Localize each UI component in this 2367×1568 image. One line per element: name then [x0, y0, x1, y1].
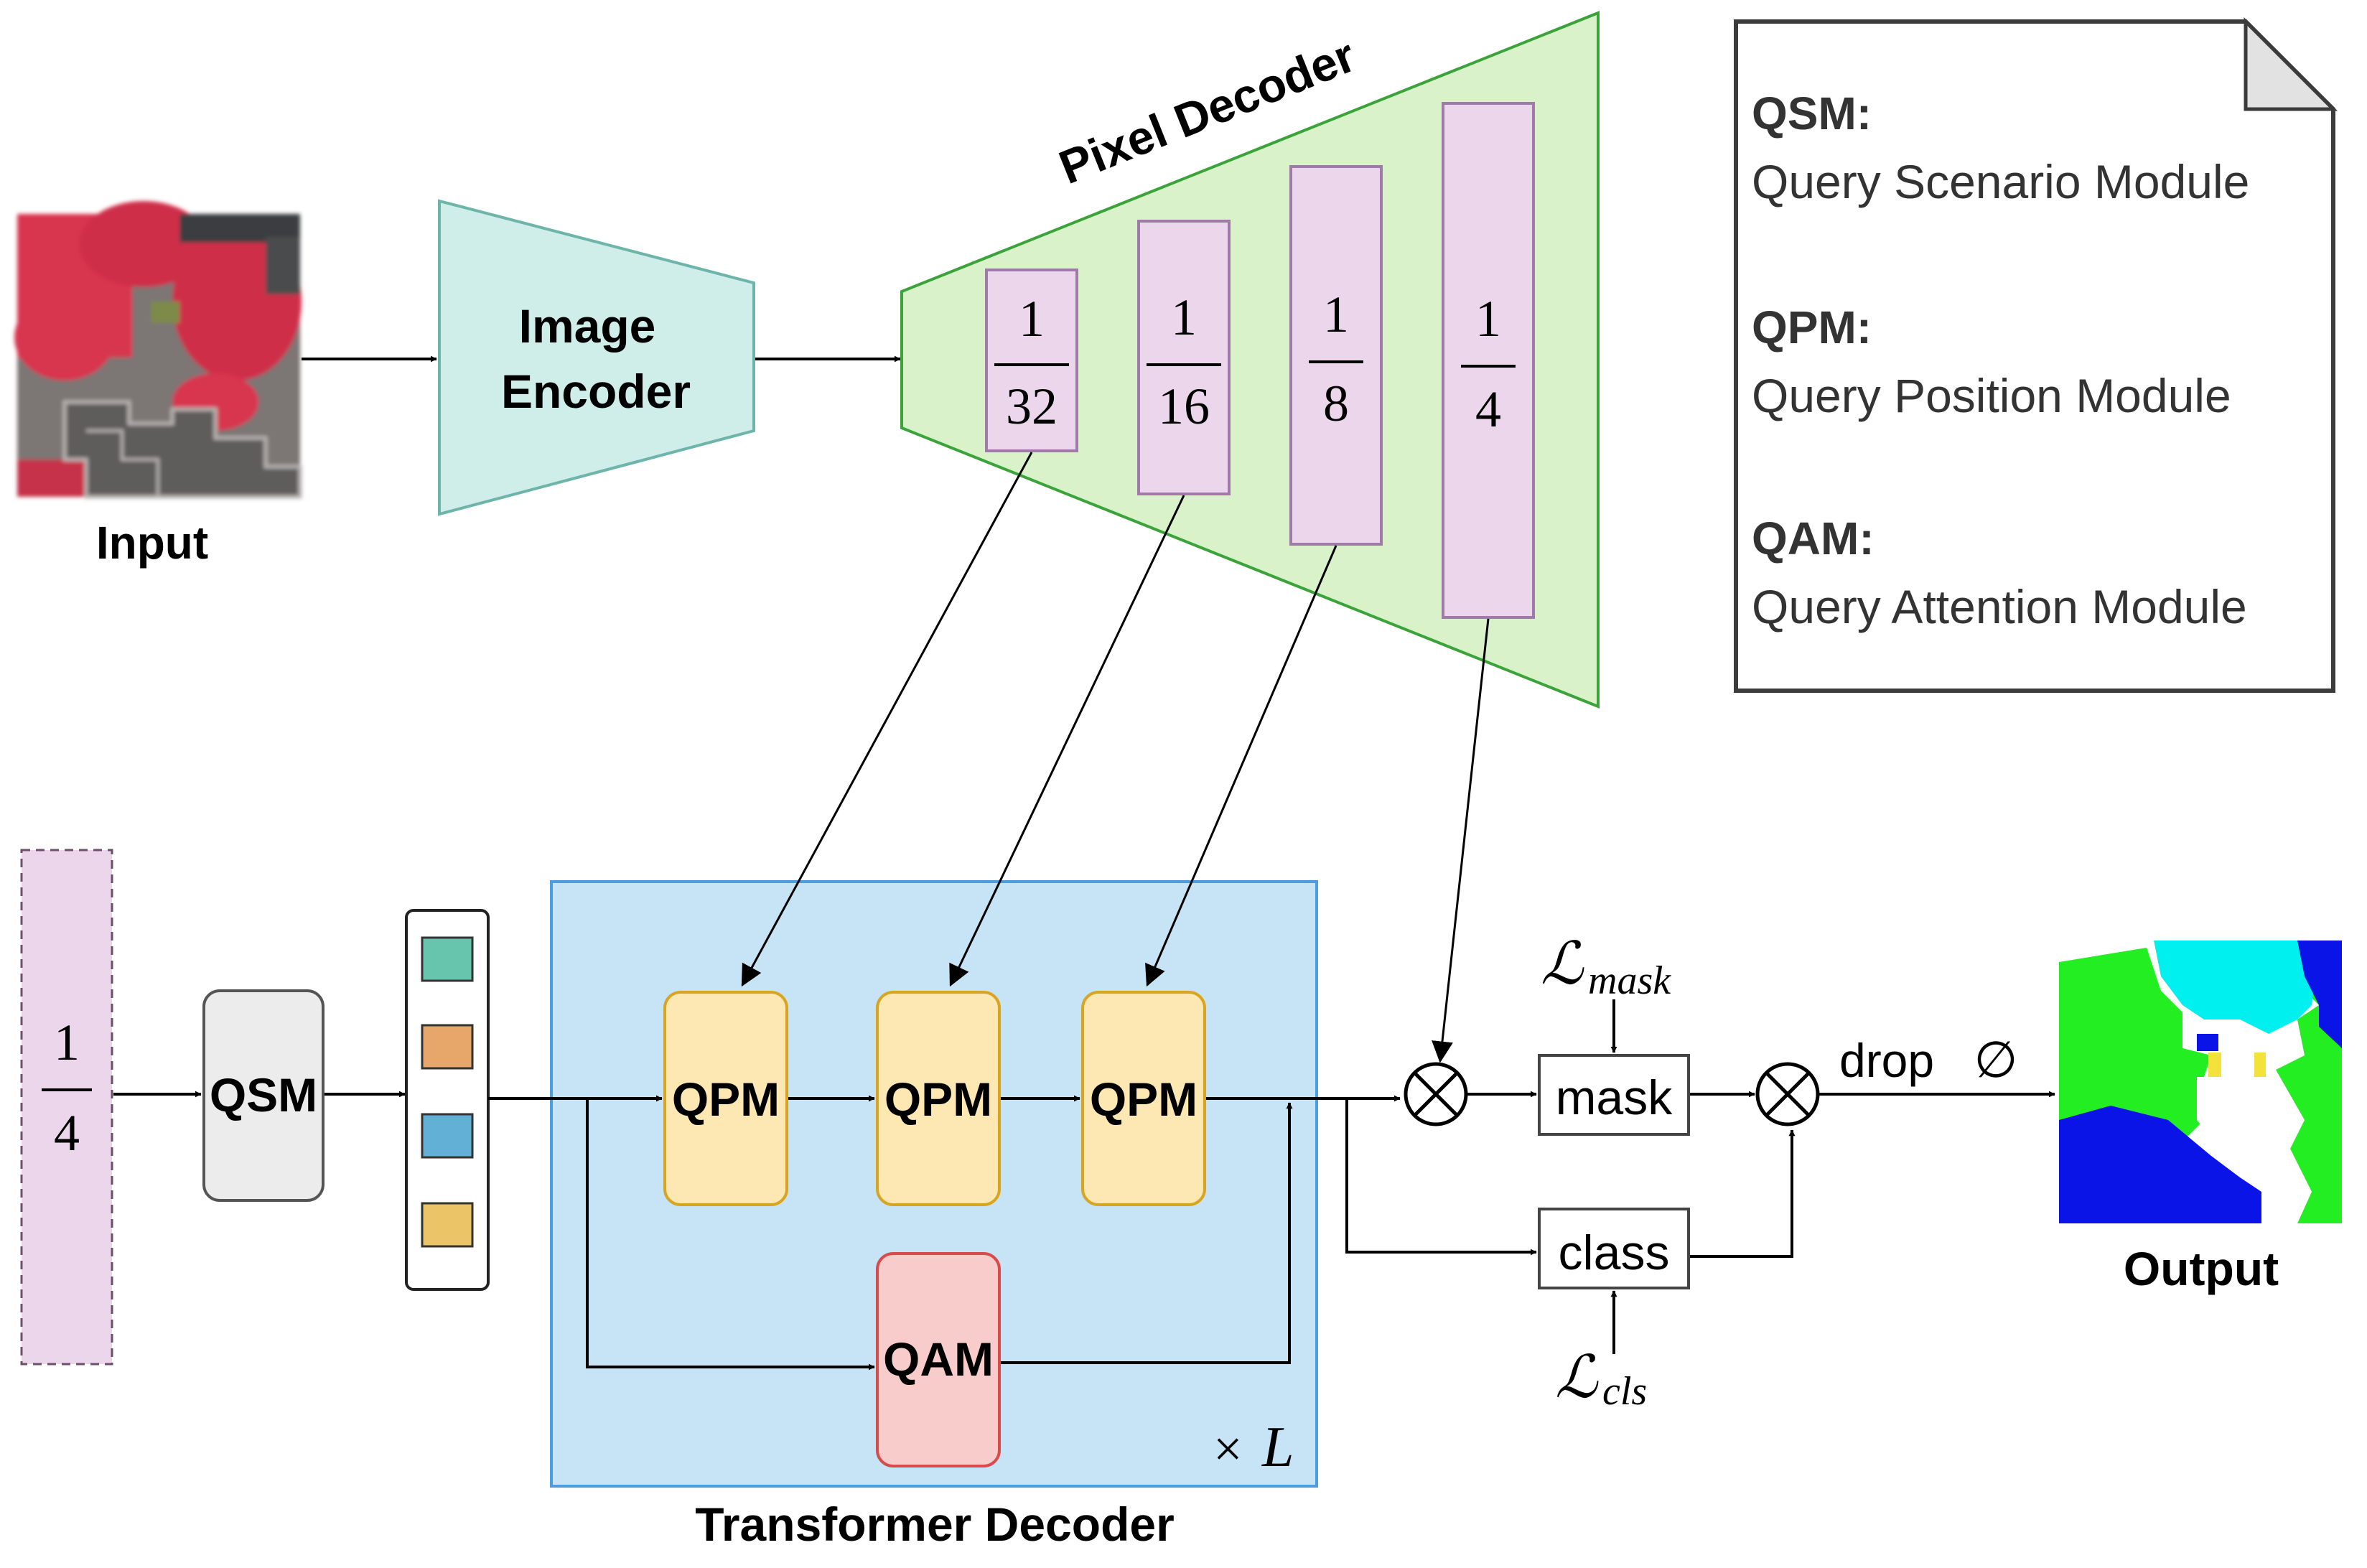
image-encoder-label-line2: Encoder — [501, 365, 691, 418]
mask-head — [1538, 1054, 1690, 1136]
loss-mask-sub: mask — [1588, 958, 1671, 1003]
feature-1-32-denominator: 32 — [1006, 378, 1058, 435]
feature-1-4-numerator: 1 — [1475, 290, 1501, 347]
image-encoder-label-line1: Image — [519, 299, 656, 353]
drop-label: drop — [1839, 1034, 1934, 1087]
feature-map-1-8: 1 8 — [1289, 165, 1383, 546]
multiply-icon-2 — [1755, 1062, 1820, 1126]
output-image — [2059, 941, 2342, 1223]
query-token-stack — [405, 909, 490, 1291]
feature-1-16-denominator: 16 — [1158, 378, 1210, 435]
legend-note: QSM: Query Scenario Module QPM: Query Po… — [1734, 17, 2338, 693]
qpm-block-3 — [1081, 991, 1206, 1206]
arrow-feature-8-qpm3 — [1145, 545, 1337, 987]
arrow-feature-4-mult1 — [1432, 618, 1490, 1063]
arrow-feature-16-qpm2 — [949, 495, 1185, 987]
feature-1-16-numerator: 1 — [1171, 289, 1197, 346]
legend-full-qam: Query Attention Module — [1752, 580, 2247, 633]
loss-mask-symbol: ℒ — [1541, 931, 1584, 997]
pixel-decoder-block — [900, 11, 1600, 709]
legend-full-qpm: Query Position Module — [1752, 369, 2231, 422]
output-label: Output — [2124, 1242, 2279, 1295]
loss-cls-sub: cls — [1602, 1369, 1647, 1414]
input-label: Input — [96, 517, 208, 569]
qsm-label: QSM — [210, 1068, 317, 1121]
legend-abbr-qam: QAM: — [1752, 513, 1875, 564]
feature-map-1-4: 1 4 — [1442, 102, 1535, 619]
transformer-decoder-title: Transformer Decoder — [695, 1498, 1175, 1551]
repeat-times: × — [1213, 1420, 1243, 1478]
feature-1-8-numerator: 1 — [1323, 286, 1349, 343]
mask-label: mask — [1556, 1070, 1673, 1125]
legend-abbr-qpm: QPM: — [1752, 302, 1872, 353]
qpm-block-2 — [876, 991, 1001, 1206]
repeat-var: L — [1261, 1416, 1294, 1479]
qsm-block — [202, 989, 325, 1202]
query-token-1 — [421, 936, 474, 982]
qpm-label-2: QPM — [884, 1073, 992, 1126]
qpm-label-1: QPM — [672, 1073, 780, 1126]
input-image — [14, 201, 302, 499]
qam-label: QAM — [883, 1333, 994, 1386]
query-token-2 — [421, 1024, 474, 1070]
query-token-3 — [421, 1113, 474, 1159]
empty-set-symbol: ∅ — [1974, 1033, 2018, 1088]
feature-1-4-denominator: 4 — [1475, 381, 1501, 438]
qpm-block-1 — [663, 991, 788, 1206]
query-token-4 — [421, 1202, 474, 1248]
arrow-feature-32-qpm1 — [741, 452, 1033, 987]
loss-cls-symbol: ℒ — [1555, 1345, 1599, 1410]
feature-map-1-16: 1 16 — [1137, 220, 1231, 495]
class-label: class — [1559, 1226, 1670, 1280]
query-input-1-4: 1 4 — [20, 849, 113, 1366]
multiply-icon-1 — [1404, 1062, 1468, 1126]
class-head — [1538, 1208, 1690, 1289]
feature-map-1-32: 1 32 — [985, 269, 1078, 452]
query-input-numerator: 1 — [54, 1014, 80, 1071]
loss-cls: ℒ cls — [1555, 1345, 1647, 1414]
arrow-tokens-qam — [586, 1098, 875, 1371]
legend-abbr-qsm: QSM: — [1752, 88, 1872, 139]
loss-mask: ℒ mask — [1541, 931, 1671, 1003]
arrow-class-mult2 — [1690, 1129, 1796, 1258]
qpm-label-3: QPM — [1090, 1073, 1197, 1126]
image-encoder-block — [438, 199, 755, 516]
feature-1-32-numerator: 1 — [1019, 290, 1045, 347]
legend-full-qsm: Query Scenario Module — [1752, 155, 2249, 208]
feature-1-8-denominator: 8 — [1323, 375, 1349, 432]
arrow-qam-merge — [1001, 1102, 1293, 1364]
query-input-denominator: 4 — [54, 1104, 80, 1162]
qam-block — [876, 1252, 1001, 1467]
arrow-decoder-class — [1345, 1098, 1537, 1256]
